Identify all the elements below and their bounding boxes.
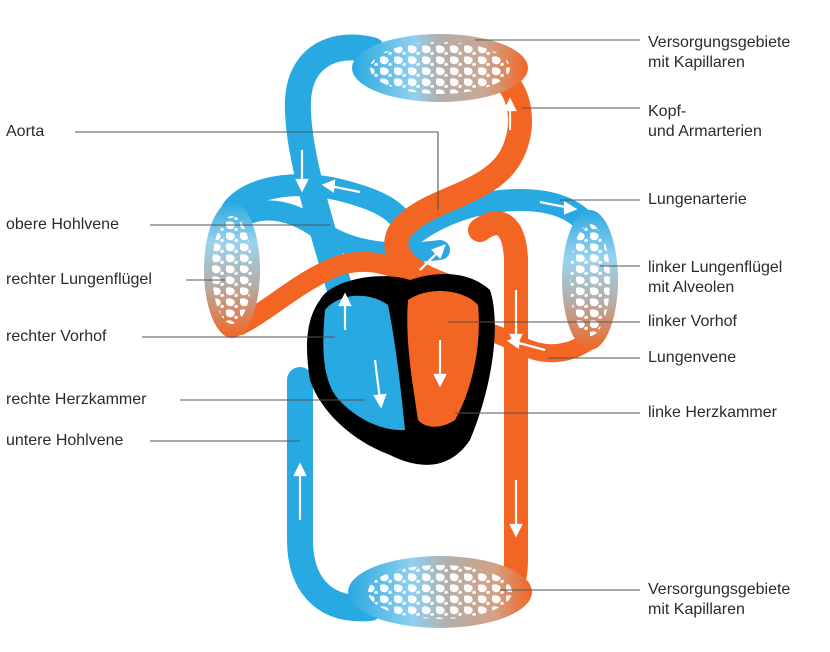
flow-arrow bbox=[373, 359, 382, 401]
flow-arrow-head bbox=[338, 292, 352, 307]
label-supply-bottom-line2: mit Kapillaren bbox=[648, 601, 745, 618]
label-supply-top-line1: Versorgungsgebiete bbox=[648, 34, 791, 51]
label-pulmonary-vein: Lungenvene bbox=[648, 349, 737, 366]
label-left-lung-line2: mit Alveolen bbox=[648, 279, 735, 296]
superior-vena-cava-vessel bbox=[221, 174, 416, 236]
label-left-lung: linker Lungenflügel mit Alveolen bbox=[648, 258, 782, 298]
flow-arrow-head bbox=[431, 244, 446, 259]
label-supply-areas-bottom: Versorgungsgebiete mit Kapillaren bbox=[648, 580, 790, 620]
label-head-arteries-line1: Kopf- bbox=[648, 103, 687, 120]
flow-arrow-head bbox=[506, 335, 521, 349]
flow-arrow bbox=[514, 340, 546, 352]
upper-capillary-bed bbox=[352, 34, 528, 102]
label-inferior-vena-cava: untere Hohlvene bbox=[6, 432, 124, 449]
heart-septum bbox=[395, 299, 415, 431]
flow-arrow-head bbox=[503, 97, 517, 112]
flow-arrow-head bbox=[321, 179, 336, 193]
flow-arrow-head bbox=[295, 178, 309, 193]
pulmonary-vein-vessel-right bbox=[230, 251, 440, 335]
inferior-vena-cava-vessel bbox=[287, 367, 383, 622]
label-head-arteries-line2: und Armarterien bbox=[648, 123, 762, 140]
label-aorta: Aorta bbox=[6, 123, 45, 140]
right-lung bbox=[204, 202, 260, 338]
heart bbox=[307, 274, 495, 465]
label-head-arm-arteries: Kopf- und Armarterien bbox=[648, 102, 762, 142]
left-heart-chambers bbox=[407, 290, 479, 427]
leader-lines bbox=[75, 39, 640, 591]
label-right-ventricle: rechte Herzkammer bbox=[6, 391, 147, 408]
flow-arrow-head bbox=[293, 462, 307, 477]
flow-arrow-head bbox=[563, 201, 578, 215]
label-right-lung: rechter Lungenflügel bbox=[6, 271, 152, 288]
label-pulmonary-artery: Lungenarterie bbox=[648, 191, 747, 208]
label-superior-vena-cava: obere Hohlvene bbox=[6, 216, 119, 233]
label-right-atrium: rechter Vorhof bbox=[6, 328, 107, 345]
label-supply-bottom-line1: Versorgungsgebiete bbox=[648, 581, 791, 598]
flow-arrow-head bbox=[433, 373, 447, 388]
lower-capillary-bed bbox=[348, 556, 532, 628]
flow-arrow-head bbox=[509, 523, 523, 538]
label-left-ventricle: linke Herzkammer bbox=[648, 404, 777, 421]
left-lung bbox=[562, 210, 618, 350]
label-supply-areas-top: Versorgungsgebiete mit Kapillaren bbox=[648, 33, 790, 73]
leader-aorta bbox=[75, 131, 439, 210]
label-left-atrium: linker Vorhof bbox=[648, 313, 737, 330]
flow-arrow bbox=[329, 184, 361, 194]
flow-arrow-head bbox=[373, 393, 387, 409]
label-left-lung-line1: linker Lungenflügel bbox=[648, 259, 783, 276]
label-supply-top-line2: mit Kapillaren bbox=[648, 54, 745, 71]
flow-arrows bbox=[293, 97, 578, 538]
